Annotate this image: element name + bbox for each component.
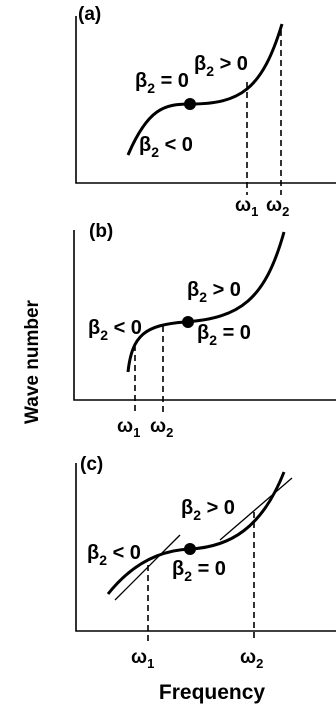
panel-b-axes: [73, 230, 336, 401]
panel-c: (c) β2 > 0 β2 < 0 β2 = 0 ω1 ω2: [75, 454, 336, 671]
panel-a-axes: [75, 16, 336, 184]
y-axis-label: Wave number: [22, 299, 43, 423]
panel-c-omega1: ω1: [131, 647, 154, 671]
panel-c-omega2: ω2: [240, 647, 263, 671]
panel-c-tangent-omega2: [219, 477, 293, 541]
panel-b-omega1: ω1: [117, 416, 140, 440]
panel-a-beta-zero: β2 = 0: [135, 70, 189, 96]
panel-a-beta-pos: β2 > 0: [194, 53, 248, 79]
panel-a-omega1: ω1: [235, 195, 258, 219]
panel-c-axes: [75, 463, 336, 632]
panel-a-beta-neg: β2 < 0: [139, 134, 193, 160]
panel-b: (b) β2 > 0 β2 < 0 β2 = 0 ω1 ω2: [73, 221, 336, 440]
panel-c-label: (c): [80, 454, 103, 475]
panel-b-beta-zero: β2 = 0: [197, 322, 251, 348]
panel-b-beta-pos: β2 > 0: [187, 279, 241, 305]
panel-b-zero-point: [182, 316, 194, 328]
panel-b-omega2: ω2: [150, 416, 173, 440]
panel-c-beta-pos: β2 > 0: [181, 497, 235, 523]
panel-a-zero-point: [184, 98, 196, 110]
panel-a: (a) β2 > 0 β2 = 0 β2 < 0 ω1 ω2: [75, 4, 336, 219]
x-axis-label: Frequency: [159, 681, 266, 704]
panel-b-label: (b): [89, 221, 113, 242]
panel-a-label: (a): [78, 4, 101, 25]
panel-c-beta-neg: β2 < 0: [87, 542, 141, 568]
panel-c-zero-point: [184, 543, 196, 555]
panel-b-beta-neg: β2 < 0: [88, 317, 142, 343]
panel-c-beta-zero: β2 = 0: [172, 558, 226, 584]
panel-a-omega2: ω2: [266, 195, 289, 219]
